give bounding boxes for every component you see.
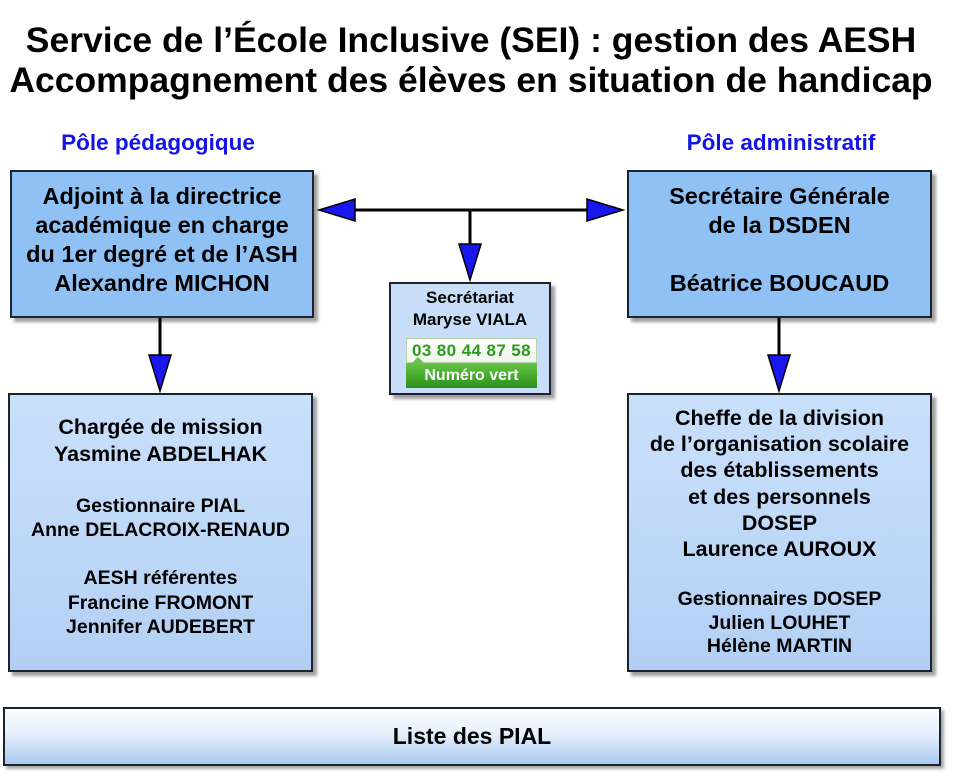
direction-pedagogique-line: du 1er degré et de l’ASH	[26, 241, 298, 267]
secretariat-box: Secrétariat Maryse VIALA 03 80 44 87 58 …	[389, 282, 551, 395]
blank-line	[629, 240, 930, 269]
pial-list-button[interactable]: Liste des PIAL	[3, 707, 941, 766]
pial-list-label: Liste des PIAL	[392, 723, 552, 749]
arrow-to-equipe-pedagogique	[147, 318, 173, 394]
secretariat-name: Maryse VIALA	[412, 310, 528, 329]
gestionnaires-role: Gestionnaires DOSEP	[677, 588, 882, 611]
division-line: Cheffe de la division	[674, 406, 885, 430]
pole-administratif-label: Pôle administratif	[686, 130, 876, 155]
title-line-2: Accompagnement des élèves en situation d…	[9, 60, 933, 100]
gestionnaire-member: Julien LOUHET	[708, 611, 851, 634]
arrow-to-division	[766, 318, 792, 394]
team-member: Yasmine ABDELHAK	[53, 442, 268, 466]
team-member: Francine FROMONT	[67, 591, 254, 614]
direction-administrative-box: Secrétaire Générale de la DSDEN Béatrice…	[627, 170, 932, 318]
team-member: Jennifer AUDEBERT	[66, 616, 255, 638]
division-line: des établissements	[680, 458, 879, 483]
arrow-between-poles	[316, 197, 626, 223]
division-acronym: DOSEP	[741, 510, 818, 535]
arrow-to-division-head	[766, 354, 792, 394]
direction-pedagogique-line: académique en charge	[35, 212, 289, 238]
direction-pedagogique-line: Adjoint à la directrice	[42, 183, 282, 209]
title-line-1: Service de l’École Inclusive (SEI) : ges…	[25, 20, 917, 60]
page-title: Service de l’École Inclusive (SEI) : ges…	[0, 20, 942, 100]
gestionnaire-member: Hélène MARTIN	[706, 635, 853, 658]
pole-pedagogique-label: Pôle pédagogique	[61, 130, 255, 155]
division-line: et des personnels	[688, 484, 871, 509]
team-group-pial: Gestionnaire PIAL Anne DELACROIX-RENAUD	[10, 494, 311, 542]
arrow-head-right	[586, 197, 626, 223]
arrow-to-secretariat	[457, 210, 483, 283]
secretariat-label: Secrétariat	[426, 288, 514, 307]
direction-pedagogique-box: Adjoint à la directrice académique en ch…	[10, 170, 314, 318]
equipe-pedagogique-box: Chargée de mission Yasmine ABDELHAK Gest…	[8, 393, 313, 672]
phone-number: 03 80 44 87 58	[406, 338, 537, 363]
division-head: Laurence AUROUX	[682, 537, 877, 562]
phone-badge: 03 80 44 87 58 Numéro vert	[406, 338, 537, 388]
division-header: Cheffe de la division de l’organisation …	[629, 405, 930, 562]
division-dosep-box: Cheffe de la division de l’organisation …	[627, 393, 932, 672]
team-role: Gestionnaire PIAL	[75, 495, 246, 517]
arrow-head-left	[316, 197, 356, 223]
team-group-mission: Chargée de mission Yasmine ABDELHAK	[10, 414, 311, 468]
division-line: de l’organisation scolaire	[649, 432, 910, 457]
phone-badge-label: Numéro vert	[406, 357, 537, 388]
team-group-aesh: AESH référentes Francine FROMONT Jennife…	[10, 566, 311, 640]
team-role: AESH référentes	[83, 567, 238, 589]
team-member: Anne DELACROIX-RENAUD	[31, 519, 290, 541]
gestionnaires-group: Gestionnaires DOSEP Julien LOUHET Hélène…	[629, 588, 930, 659]
direction-administrative-name: Béatrice BOUCAUD	[669, 270, 890, 296]
arrow-to-secretariat-head	[457, 243, 483, 283]
direction-administrative-line: Secrétaire Générale	[669, 183, 890, 209]
arrow-to-equipe-pedagogique-head	[147, 354, 173, 394]
direction-administrative-line: de la DSDEN	[708, 212, 851, 238]
team-role: Chargée de mission	[58, 415, 263, 439]
direction-pedagogique-name: Alexandre MICHON	[54, 270, 270, 296]
